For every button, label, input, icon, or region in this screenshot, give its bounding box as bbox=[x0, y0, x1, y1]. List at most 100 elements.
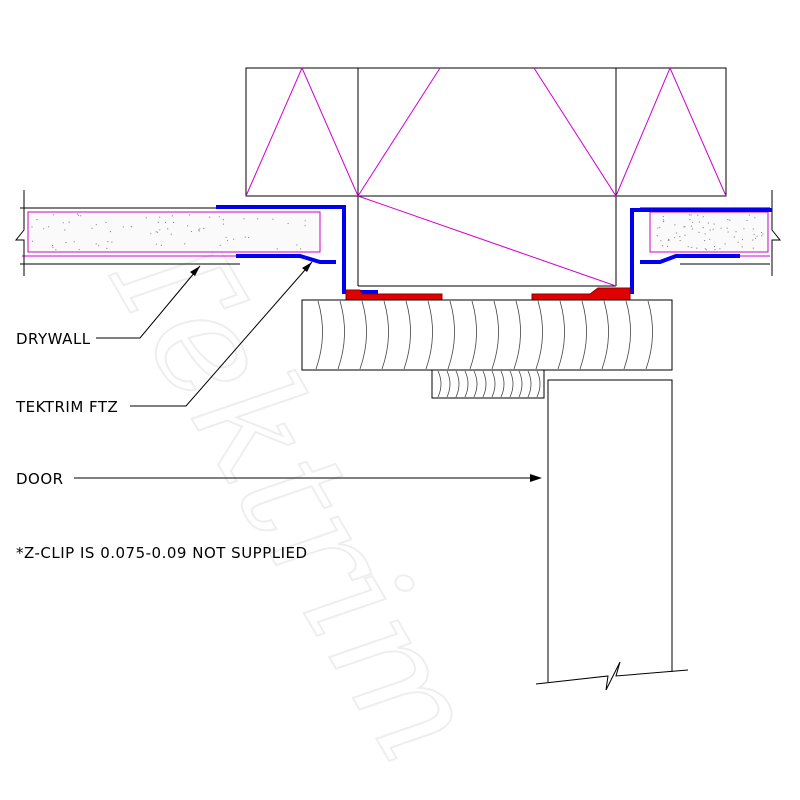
drywall-speck bbox=[52, 245, 54, 247]
drywall-speck bbox=[31, 226, 33, 228]
drywall-speck bbox=[657, 227, 659, 229]
grain-line bbox=[469, 300, 477, 370]
drywall-speck bbox=[287, 222, 289, 225]
drywall-speck bbox=[660, 240, 662, 242]
stop-grain-line bbox=[437, 370, 442, 398]
stop-grain bbox=[437, 370, 541, 398]
drywall-speck bbox=[244, 236, 246, 238]
drywall-speck bbox=[187, 225, 189, 227]
stop-grain-line bbox=[473, 370, 478, 398]
drywall-speck bbox=[219, 244, 221, 246]
drywall-speck bbox=[662, 219, 665, 221]
drywall-speck bbox=[752, 239, 754, 241]
drywall-speck bbox=[106, 247, 108, 249]
drywall-speck bbox=[752, 228, 754, 230]
drywall-speck bbox=[752, 247, 754, 249]
wall-framing bbox=[245, 66, 727, 287]
drywall-speck bbox=[748, 214, 750, 216]
drywall-speck bbox=[684, 226, 686, 228]
door-break-line bbox=[535, 661, 689, 691]
drywall-speck bbox=[712, 228, 714, 230]
drywall-speck bbox=[727, 218, 729, 221]
drywall-speck bbox=[95, 224, 97, 226]
drywall-speck bbox=[741, 238, 744, 241]
drywall-speck bbox=[155, 243, 157, 245]
watermark-text: Tektrim bbox=[69, 191, 515, 789]
drywall-speck bbox=[80, 215, 82, 217]
drywall-speck bbox=[720, 227, 722, 229]
drywall-speck bbox=[724, 243, 726, 245]
drywall-speck bbox=[198, 230, 200, 232]
drywall-speck bbox=[656, 235, 658, 237]
stop-grain-line bbox=[464, 370, 469, 398]
wood-grain bbox=[315, 300, 653, 370]
drywall-speck bbox=[159, 216, 161, 218]
drywall-speck bbox=[272, 218, 274, 220]
drywall-speck bbox=[276, 248, 278, 250]
label-drywall: DRYWALL bbox=[16, 330, 91, 348]
stud-cross-left bbox=[245, 66, 359, 197]
break-line-right bbox=[771, 190, 782, 276]
label-door: DOOR bbox=[16, 470, 64, 488]
arrow-trim bbox=[302, 262, 312, 272]
drywall-speck bbox=[304, 225, 306, 227]
drywall-speck bbox=[729, 219, 731, 221]
drywall-speck bbox=[735, 231, 737, 233]
drywall-speck bbox=[702, 227, 704, 229]
drywall-speck bbox=[743, 228, 745, 230]
drywall-speck bbox=[43, 228, 45, 230]
drywall-speck bbox=[675, 232, 678, 234]
grain-line bbox=[447, 300, 455, 370]
drywall-speck bbox=[726, 227, 728, 229]
drywall-speck bbox=[760, 231, 763, 234]
drywall-speck bbox=[105, 221, 107, 224]
drywall-speck bbox=[704, 248, 706, 250]
drywall-speck bbox=[753, 233, 755, 236]
wood-frame bbox=[301, 299, 673, 399]
drywall-speck bbox=[713, 223, 715, 225]
drywall-speck bbox=[36, 219, 38, 221]
drywall-speck bbox=[55, 249, 57, 251]
drywall-speck bbox=[697, 214, 699, 216]
drywall-speck bbox=[737, 241, 739, 243]
drywall-speck bbox=[662, 215, 664, 218]
drywall-speck bbox=[705, 249, 707, 251]
leader-drywall bbox=[96, 265, 201, 339]
stop-grain-line bbox=[518, 370, 523, 398]
drywall-speck bbox=[691, 246, 693, 249]
drywall-speck bbox=[203, 227, 205, 230]
drywall-speck bbox=[709, 229, 711, 231]
drywall-speck bbox=[709, 238, 711, 240]
drywall-speck bbox=[659, 226, 661, 228]
drywall-speck bbox=[754, 237, 757, 239]
z-clip-right bbox=[531, 287, 631, 301]
drywall-speck bbox=[690, 225, 693, 227]
stop-grain-line bbox=[491, 370, 496, 398]
leader-trim bbox=[130, 261, 313, 407]
drywall-speck bbox=[687, 246, 689, 248]
drywall-speck bbox=[754, 217, 756, 219]
drywall-speck bbox=[122, 226, 124, 228]
drywall-speck bbox=[243, 218, 245, 220]
drywall-speck bbox=[762, 233, 764, 235]
drywall-speck bbox=[663, 221, 665, 223]
drywall-speck bbox=[98, 245, 100, 247]
drywall-speck bbox=[674, 237, 676, 239]
stud-cross-right bbox=[533, 66, 727, 198]
drywall-speck bbox=[696, 247, 698, 249]
drywall-speck bbox=[209, 216, 211, 218]
drywall-speck bbox=[52, 246, 54, 248]
drywall-speck bbox=[226, 239, 229, 242]
trim-right-flange bbox=[640, 254, 740, 264]
watermark: Tektrim bbox=[68, 190, 516, 790]
grain-line bbox=[337, 300, 345, 370]
drywall-speck bbox=[173, 221, 175, 224]
drywall-speck bbox=[53, 214, 55, 216]
drywall-speck bbox=[689, 219, 691, 221]
drywall-speck bbox=[184, 243, 186, 245]
drywall-speck bbox=[713, 246, 716, 248]
drywall-speck bbox=[299, 248, 302, 250]
grain-line bbox=[645, 300, 653, 370]
drywall-speck bbox=[296, 244, 298, 246]
grain-line bbox=[623, 300, 631, 370]
